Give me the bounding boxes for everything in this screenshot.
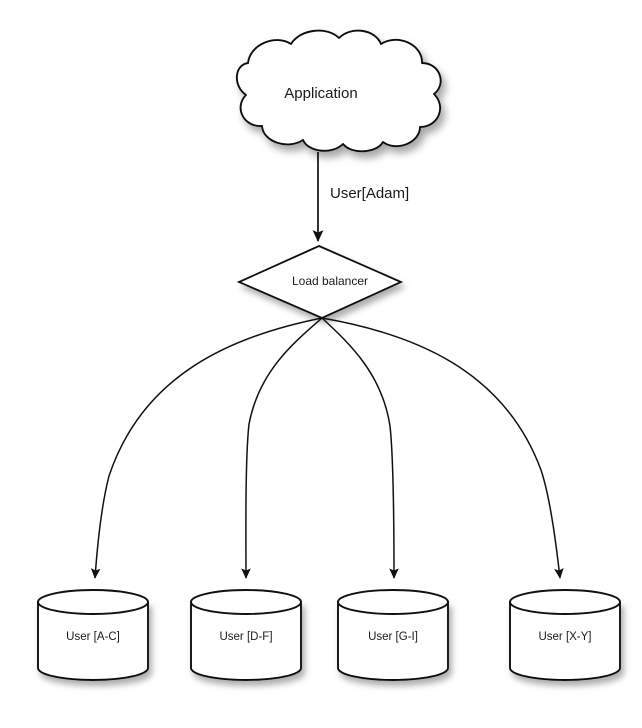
cylinder-top	[337, 589, 449, 615]
node-cylinder-db-2[interactable]	[337, 589, 449, 681]
cylinder-body	[37, 601, 149, 681]
diamond-shape	[236, 245, 404, 319]
cylinder-label-db-2: User [G-I]	[368, 631, 418, 643]
node-cylinder-db-1[interactable]	[190, 589, 302, 681]
cylinder-top	[509, 589, 621, 615]
edge-curve	[321, 317, 564, 579]
edge-curve	[321, 317, 399, 579]
cylinder-body	[509, 601, 621, 681]
edge-balancer-to-db-3	[321, 317, 564, 579]
cylinder-top	[37, 589, 149, 615]
edge-balancer-to-db-2	[321, 317, 399, 579]
cylinder-label-db-1: User [D-F]	[219, 631, 273, 643]
node-cylinder-db-3[interactable]	[509, 589, 621, 681]
node-cylinder-db-0[interactable]	[37, 589, 149, 681]
edge-curve	[241, 317, 323, 579]
edge-balancer-to-db-0	[90, 317, 323, 579]
cylinder-label-db-0: User [A-C]	[66, 631, 120, 643]
cylinder-top	[190, 589, 302, 615]
edge-balancer-to-db-1	[241, 317, 323, 579]
node-cloud-application[interactable]	[235, 29, 442, 153]
cylinder-body	[190, 601, 302, 681]
node-diamond-load-balancer[interactable]	[236, 245, 404, 319]
cloud-shape	[235, 29, 442, 153]
edge-curve	[90, 317, 323, 579]
cylinder-body	[337, 601, 449, 681]
cylinder-label-db-3: User [X-Y]	[538, 631, 592, 643]
